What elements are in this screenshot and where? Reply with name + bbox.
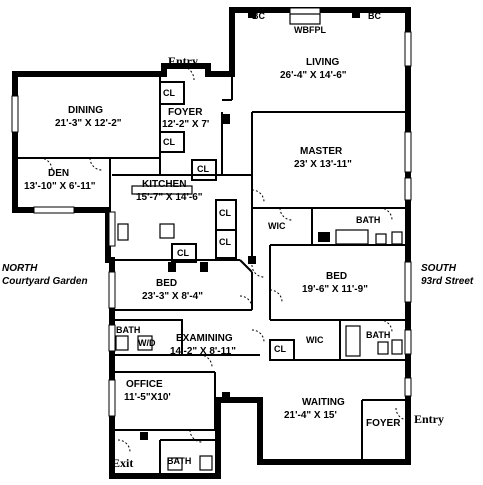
- room-examining: EXAMINING: [176, 333, 233, 344]
- room-dining: DINING: [68, 105, 103, 116]
- pillars: [140, 10, 360, 440]
- room-living-dims: 26'-4" X 14'-6": [280, 70, 347, 81]
- bath-label: BATH: [366, 330, 391, 340]
- room-bed: BED: [156, 278, 178, 289]
- room-waiting: WAITING: [302, 397, 345, 408]
- interior-walls: [18, 74, 408, 476]
- bath-label: BATH: [116, 325, 141, 335]
- bookcase-label: BC: [252, 11, 265, 21]
- room-bed-dims: 19'-6" X 11'-9": [302, 284, 368, 295]
- room-master: MASTER: [300, 146, 343, 157]
- exterior-wall: [12, 7, 411, 479]
- room-den-dims: 13'-10" X 6'-11": [24, 181, 96, 192]
- bath-label: BATH: [356, 215, 381, 225]
- room-examining-dims: 14'-2" X 8'-11": [170, 346, 236, 357]
- room-foyer: FOYER: [366, 418, 401, 429]
- closet-label: CL: [219, 208, 231, 218]
- room-kitchen: KITCHEN: [142, 179, 187, 190]
- room-living: LIVING: [306, 57, 340, 68]
- bookcase-label: BC: [368, 11, 381, 21]
- walk-in-closet-label: WIC: [306, 335, 324, 345]
- walk-in-closet-label: WIC: [268, 221, 286, 231]
- fixtures: [115, 13, 403, 471]
- room-bed-dims: 23'-3" X 8'-4": [142, 291, 203, 302]
- doors: [39, 65, 409, 453]
- entry-label: Entry: [414, 412, 444, 426]
- entry-label: Entry: [168, 54, 198, 68]
- closet-label: CL: [163, 88, 175, 98]
- room-office-dims: 11'-5"X10': [124, 392, 171, 403]
- closet-label: CL: [177, 248, 189, 258]
- bath-label: BATH: [167, 456, 192, 466]
- fireplace-label: WBFPL: [294, 25, 326, 35]
- orientation-south-sub: 93rd Street: [421, 276, 474, 287]
- room-waiting-dims: 21'-4" X 15': [284, 410, 337, 421]
- orientation-north-sub: Courtyard Garden: [2, 276, 88, 287]
- closet-label: CL: [274, 344, 286, 354]
- room-dining-dims: 21'-3" X 12'-2": [55, 118, 122, 129]
- room-office: OFFICE: [126, 379, 163, 390]
- orientation-north: NORTH: [2, 263, 38, 274]
- orientation-south: SOUTH: [421, 263, 456, 274]
- room-master-dims: 23' X 13'-11": [294, 159, 352, 170]
- washer-dryer-label: W/D: [138, 338, 156, 348]
- closet-label: CL: [163, 137, 175, 147]
- room-bed: BED: [326, 271, 348, 282]
- room-foyer: FOYER: [168, 107, 203, 118]
- room-den: DEN: [48, 168, 70, 179]
- closet-label: CL: [219, 237, 231, 247]
- closet-label: CL: [197, 164, 209, 174]
- exit-label: Exit: [112, 456, 134, 470]
- room-kitchen-dims: 15'-7" X 14'-6": [136, 192, 203, 203]
- room-foyer-dims: 12'-2" X 7': [162, 119, 210, 130]
